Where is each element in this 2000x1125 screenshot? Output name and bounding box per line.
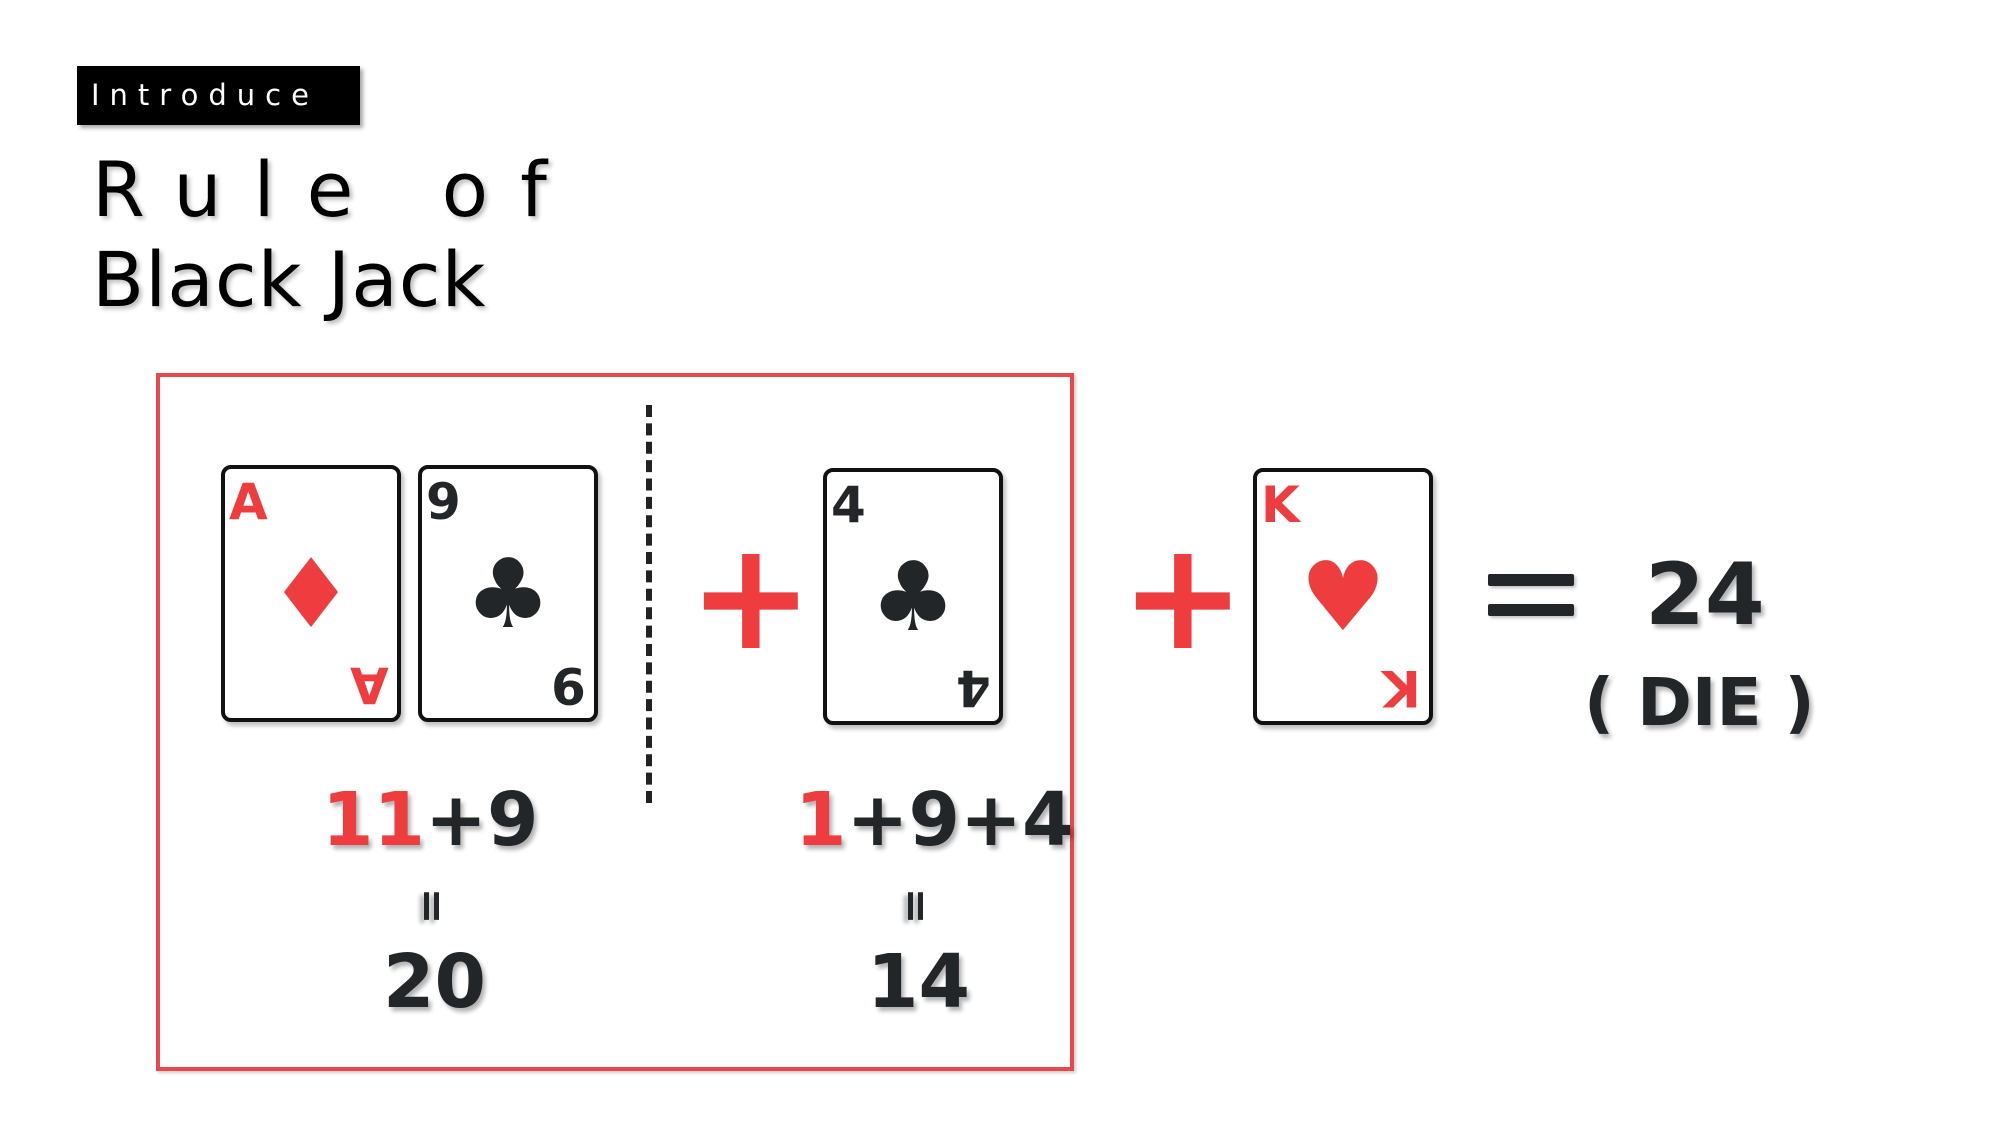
diamond-suit-icon: ♦ <box>267 537 355 650</box>
club-suit-icon: ♣ <box>869 540 957 653</box>
card-rank-top: K <box>1261 476 1300 534</box>
card-rank-top: 4 <box>831 476 866 534</box>
card-four-clubs: 4 ♣ 4 <box>823 468 1003 725</box>
total-note: ( DIE ) <box>1584 664 1815 741</box>
right-calc-equals: = <box>890 887 942 925</box>
club-suit-icon: ♣ <box>464 537 552 650</box>
left-calc-equals: = <box>406 887 458 925</box>
section-tag-label: Introduce <box>91 78 319 112</box>
right-calc-expression: 1+9+4 <box>795 783 1074 857</box>
right-calc-result: 14 <box>867 939 970 1025</box>
example-frame <box>156 373 1074 1071</box>
dashed-divider <box>646 405 652 803</box>
card-rank-bottom: 4 <box>956 659 991 717</box>
heart-suit-icon: ♥ <box>1299 540 1387 653</box>
slide-title-line1: Rule of <box>92 145 579 234</box>
card-rank-bottom: 9 <box>551 656 586 714</box>
left-calc-result: 20 <box>383 939 486 1025</box>
card-nine-clubs: 9 ♣ 9 <box>418 465 598 722</box>
section-tag: Introduce <box>77 66 360 125</box>
right-calc-ace-value: 1 <box>795 777 847 863</box>
left-calc-ace-value: 11 <box>322 777 425 863</box>
total-value: 24 <box>1645 545 1765 645</box>
card-rank-bottom: K <box>1382 659 1421 717</box>
equals-sign <box>1488 574 1574 616</box>
card-rank-bottom: A <box>350 656 389 714</box>
slide-title-line2: Black Jack <box>92 235 487 324</box>
plus-operator: + <box>688 510 814 684</box>
left-calc-rest: +9 <box>424 777 539 863</box>
card-rank-top: 9 <box>426 473 461 531</box>
card-ace-diamonds: A ♦ A <box>221 465 401 722</box>
card-king-hearts: K ♥ K <box>1253 468 1433 725</box>
plus-operator: + <box>1120 510 1246 684</box>
card-rank-top: A <box>229 473 268 531</box>
left-calc-expression: 11+9 <box>322 783 538 857</box>
right-calc-rest: +9+4 <box>846 777 1074 863</box>
